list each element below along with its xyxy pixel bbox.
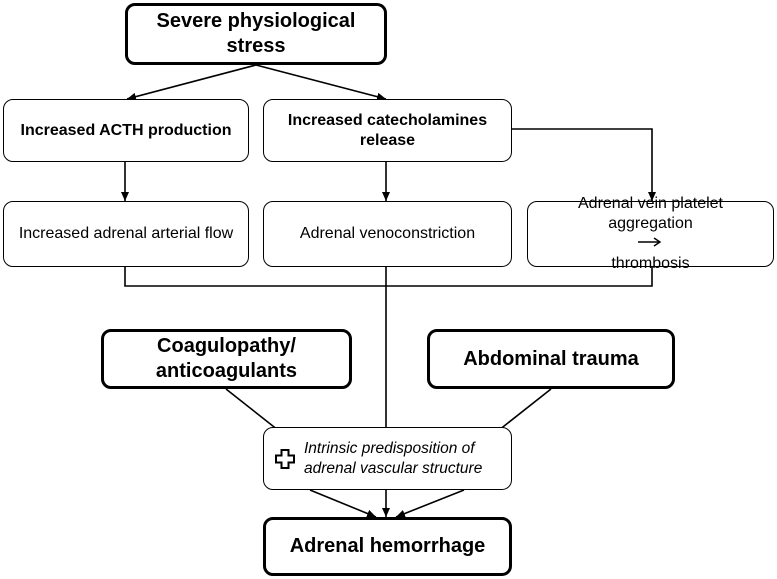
node-catecholamines-release: Increased catecholamines release	[263, 99, 512, 162]
node-platelet-aggregation-text: aggregation	[608, 215, 693, 232]
arrow-catecholamines-to-platelet	[512, 128, 656, 201]
join-bracket	[124, 267, 653, 287]
node-acth-label: Increased ACTH production	[20, 121, 232, 139]
arrow-right-to-hemorrhage	[395, 489, 465, 518]
node-adrenal-hemorrhage: Adrenal hemorrhage	[263, 517, 512, 576]
node-predisposition-line2: adrenal vascular structure	[304, 459, 483, 477]
arrow-stress-to-catecholamines	[255, 64, 387, 101]
line-trauma-to-predisposition	[493, 388, 552, 435]
node-coagulopathy-line2: anticoagulants	[155, 360, 298, 382]
plus-icon	[275, 448, 295, 469]
node-adrenal-hemorrhage-label: Adrenal hemorrhage	[289, 535, 486, 557]
node-venoconstriction: Adrenal venoconstriction	[263, 201, 512, 267]
node-coagulopathy-line1: Coagulopathy/	[157, 335, 296, 357]
line-coagulopathy-to-predisposition	[225, 388, 284, 435]
node-catecholamines-line2: release	[359, 131, 416, 149]
right-arrow-icon	[638, 237, 662, 247]
node-acth-production: Increased ACTH production	[3, 99, 249, 162]
arrow-left-to-hemorrhage	[309, 489, 377, 518]
node-intrinsic-predisposition: Intrinsic predisposition of adrenal vasc…	[263, 427, 512, 490]
node-abdominal-trauma: Abdominal trauma	[427, 329, 675, 389]
node-platelet-line2: aggregation thrombosis	[578, 214, 723, 274]
node-platelet-aggregation: Adrenal vein platelet aggregation thromb…	[527, 195, 774, 272]
node-venoconstriction-label: Adrenal venoconstriction	[299, 225, 476, 242]
node-arterial-flow: Increased adrenal arterial flow	[3, 201, 249, 267]
node-predisposition-line1: Intrinsic predisposition of	[304, 440, 475, 458]
node-platelet-thrombosis-text: thrombosis	[611, 255, 690, 272]
node-abdominal-trauma-label: Abdominal trauma	[463, 347, 639, 370]
node-severe-stress-label: Severe physiological stress	[156, 10, 356, 57]
node-severe-stress: Severe physiological stress	[125, 3, 387, 65]
node-coagulopathy: Coagulopathy/ anticoagulants	[101, 329, 352, 389]
node-arterial-flow-label: Increased adrenal arterial flow	[18, 225, 234, 242]
node-platelet-line1: Adrenal vein platelet	[578, 195, 723, 212]
arrow-stress-to-acth	[126, 64, 257, 101]
node-catecholamines-line1: Increased catecholamines	[287, 111, 488, 129]
